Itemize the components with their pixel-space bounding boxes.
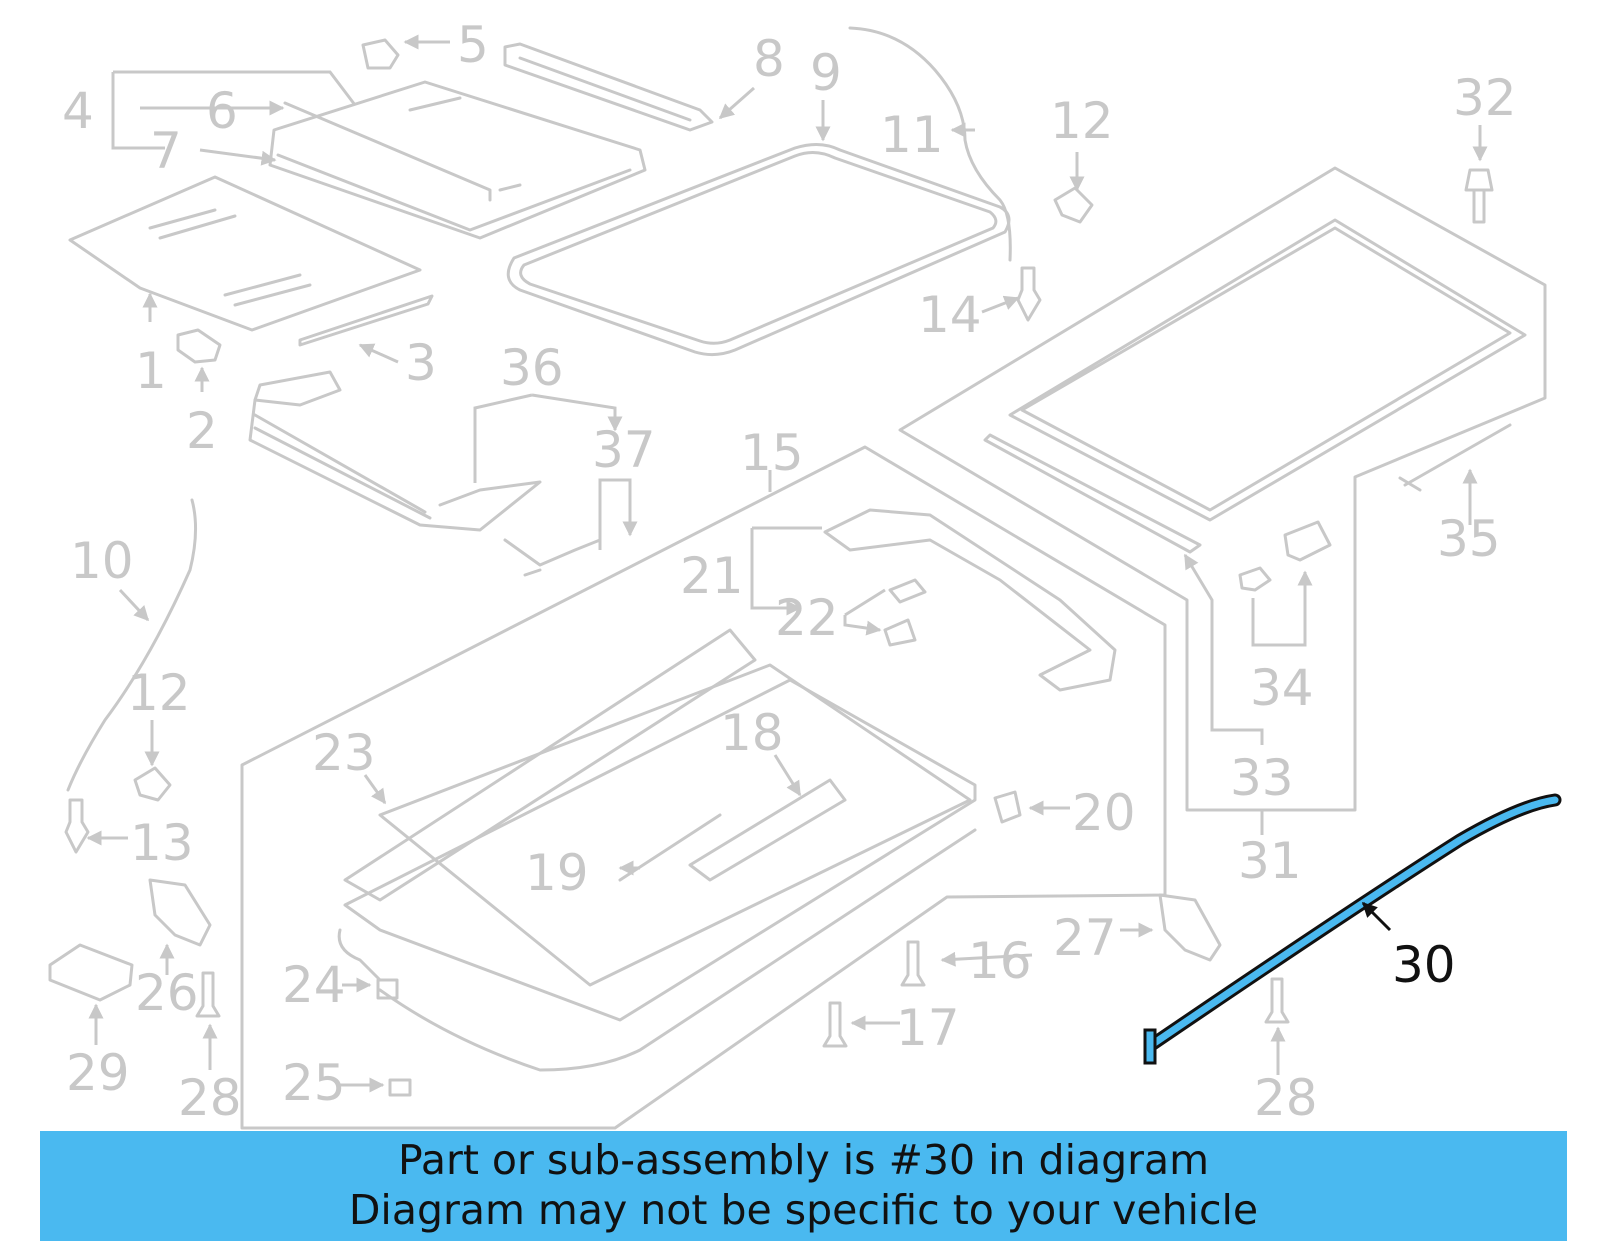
glass-seal-part-6-7 (268, 80, 647, 240)
callout-30: 30 (1392, 936, 1456, 994)
callout-31: 31 (1238, 832, 1302, 890)
glass-panel-part-1 (68, 175, 422, 332)
motor-part-26 (148, 878, 212, 947)
bolt-part-5 (361, 38, 400, 70)
sunshade-panel (1008, 218, 1527, 522)
connector-part-24 (376, 978, 399, 1000)
callout-32: 32 (1453, 69, 1517, 127)
callout-26: 26 (135, 964, 199, 1022)
callout-11: 11 (880, 106, 944, 164)
drain-hose-part-10 (66, 498, 198, 792)
strip-part-3 (298, 294, 434, 347)
callout-3: 3 (405, 334, 437, 392)
bolt-part-32 (1464, 168, 1494, 224)
bolt-part-28b (1264, 977, 1290, 1024)
callout-14: 14 (918, 286, 982, 344)
callout-12b: 12 (127, 664, 191, 722)
clip-part-22b (883, 618, 917, 647)
callout-34: 34 (1250, 659, 1314, 717)
bolt-part-17 (822, 1001, 848, 1048)
clip-part-22a (888, 578, 927, 604)
callout-9: 9 (810, 44, 842, 102)
link-part-37 (503, 538, 602, 577)
callout-5: 5 (457, 16, 489, 74)
motor-part-27 (1158, 893, 1222, 962)
callout-21: 21 (680, 547, 744, 605)
callout-29: 29 (66, 1044, 130, 1102)
callout-33: 33 (1230, 749, 1294, 807)
bolt-part-28a (195, 971, 221, 1018)
callout-28a: 28 (178, 1069, 242, 1127)
deflector-part-8 (503, 42, 714, 132)
callout-27: 27 (1053, 909, 1117, 967)
connector-part-25 (388, 1078, 412, 1097)
callout-6: 6 (206, 82, 238, 140)
callout-10: 10 (70, 532, 134, 590)
callout-2: 2 (186, 402, 218, 460)
highlighted-part-30 (1143, 793, 1562, 1065)
callout-17: 17 (896, 999, 960, 1057)
callout-16: 16 (968, 932, 1032, 990)
frame-outline-part-15 (240, 445, 1167, 1130)
clip-part-34b (1283, 520, 1332, 562)
callout-20: 20 (1072, 784, 1136, 842)
callout-labels: 1 2 3 4 5 6 7 8 9 10 11 12 12 13 14 15 1… (62, 16, 1517, 1127)
callout-25: 25 (282, 1054, 346, 1112)
bolt-part-16 (900, 940, 926, 987)
callout-1: 1 (135, 342, 167, 400)
module-part-29 (48, 943, 134, 1002)
clip-part-20 (993, 790, 1022, 824)
banner-line-2: Diagram may not be specific to your vehi… (348, 1186, 1259, 1234)
clip-part-34a (1238, 566, 1272, 592)
callout-12a: 12 (1050, 92, 1114, 150)
callout-4: 4 (62, 82, 94, 140)
frame-outline-part-31 (898, 166, 1547, 812)
callout-28b: 28 (1254, 1069, 1318, 1127)
callout-36: 36 (500, 339, 564, 397)
callout-24: 24 (282, 956, 346, 1014)
callout-22: 22 (775, 589, 839, 647)
clip-part-12b (133, 766, 172, 802)
rail-part-21 (823, 508, 1117, 692)
leader-lines (86, 34, 1488, 1093)
mechanism-parts-23-18-19 (337, 628, 977, 1072)
callout-18: 18 (720, 704, 784, 762)
callout-35: 35 (1437, 510, 1501, 568)
callout-15: 15 (740, 424, 804, 482)
fastener-part-14 (1016, 266, 1042, 322)
callout-13: 13 (130, 814, 194, 872)
callout-23: 23 (312, 724, 376, 782)
callout-7: 7 (150, 122, 182, 180)
info-banner: Part or sub-assembly is #30 in diagram D… (40, 1131, 1567, 1241)
callout-8: 8 (753, 30, 785, 88)
weatherstrip-part-9 (506, 143, 1011, 357)
pin-part-35 (1398, 423, 1512, 492)
clip-part-12a (1053, 186, 1094, 224)
fastener-part-13 (64, 798, 90, 854)
callout-19: 19 (525, 844, 589, 902)
housing-part-36 (248, 370, 542, 532)
shade-bar-part-33 (983, 433, 1202, 554)
bolt-part-2 (176, 328, 222, 364)
banner-line-1: Part or sub-assembly is #30 in diagram (397, 1136, 1210, 1184)
callout-37: 37 (592, 421, 656, 479)
